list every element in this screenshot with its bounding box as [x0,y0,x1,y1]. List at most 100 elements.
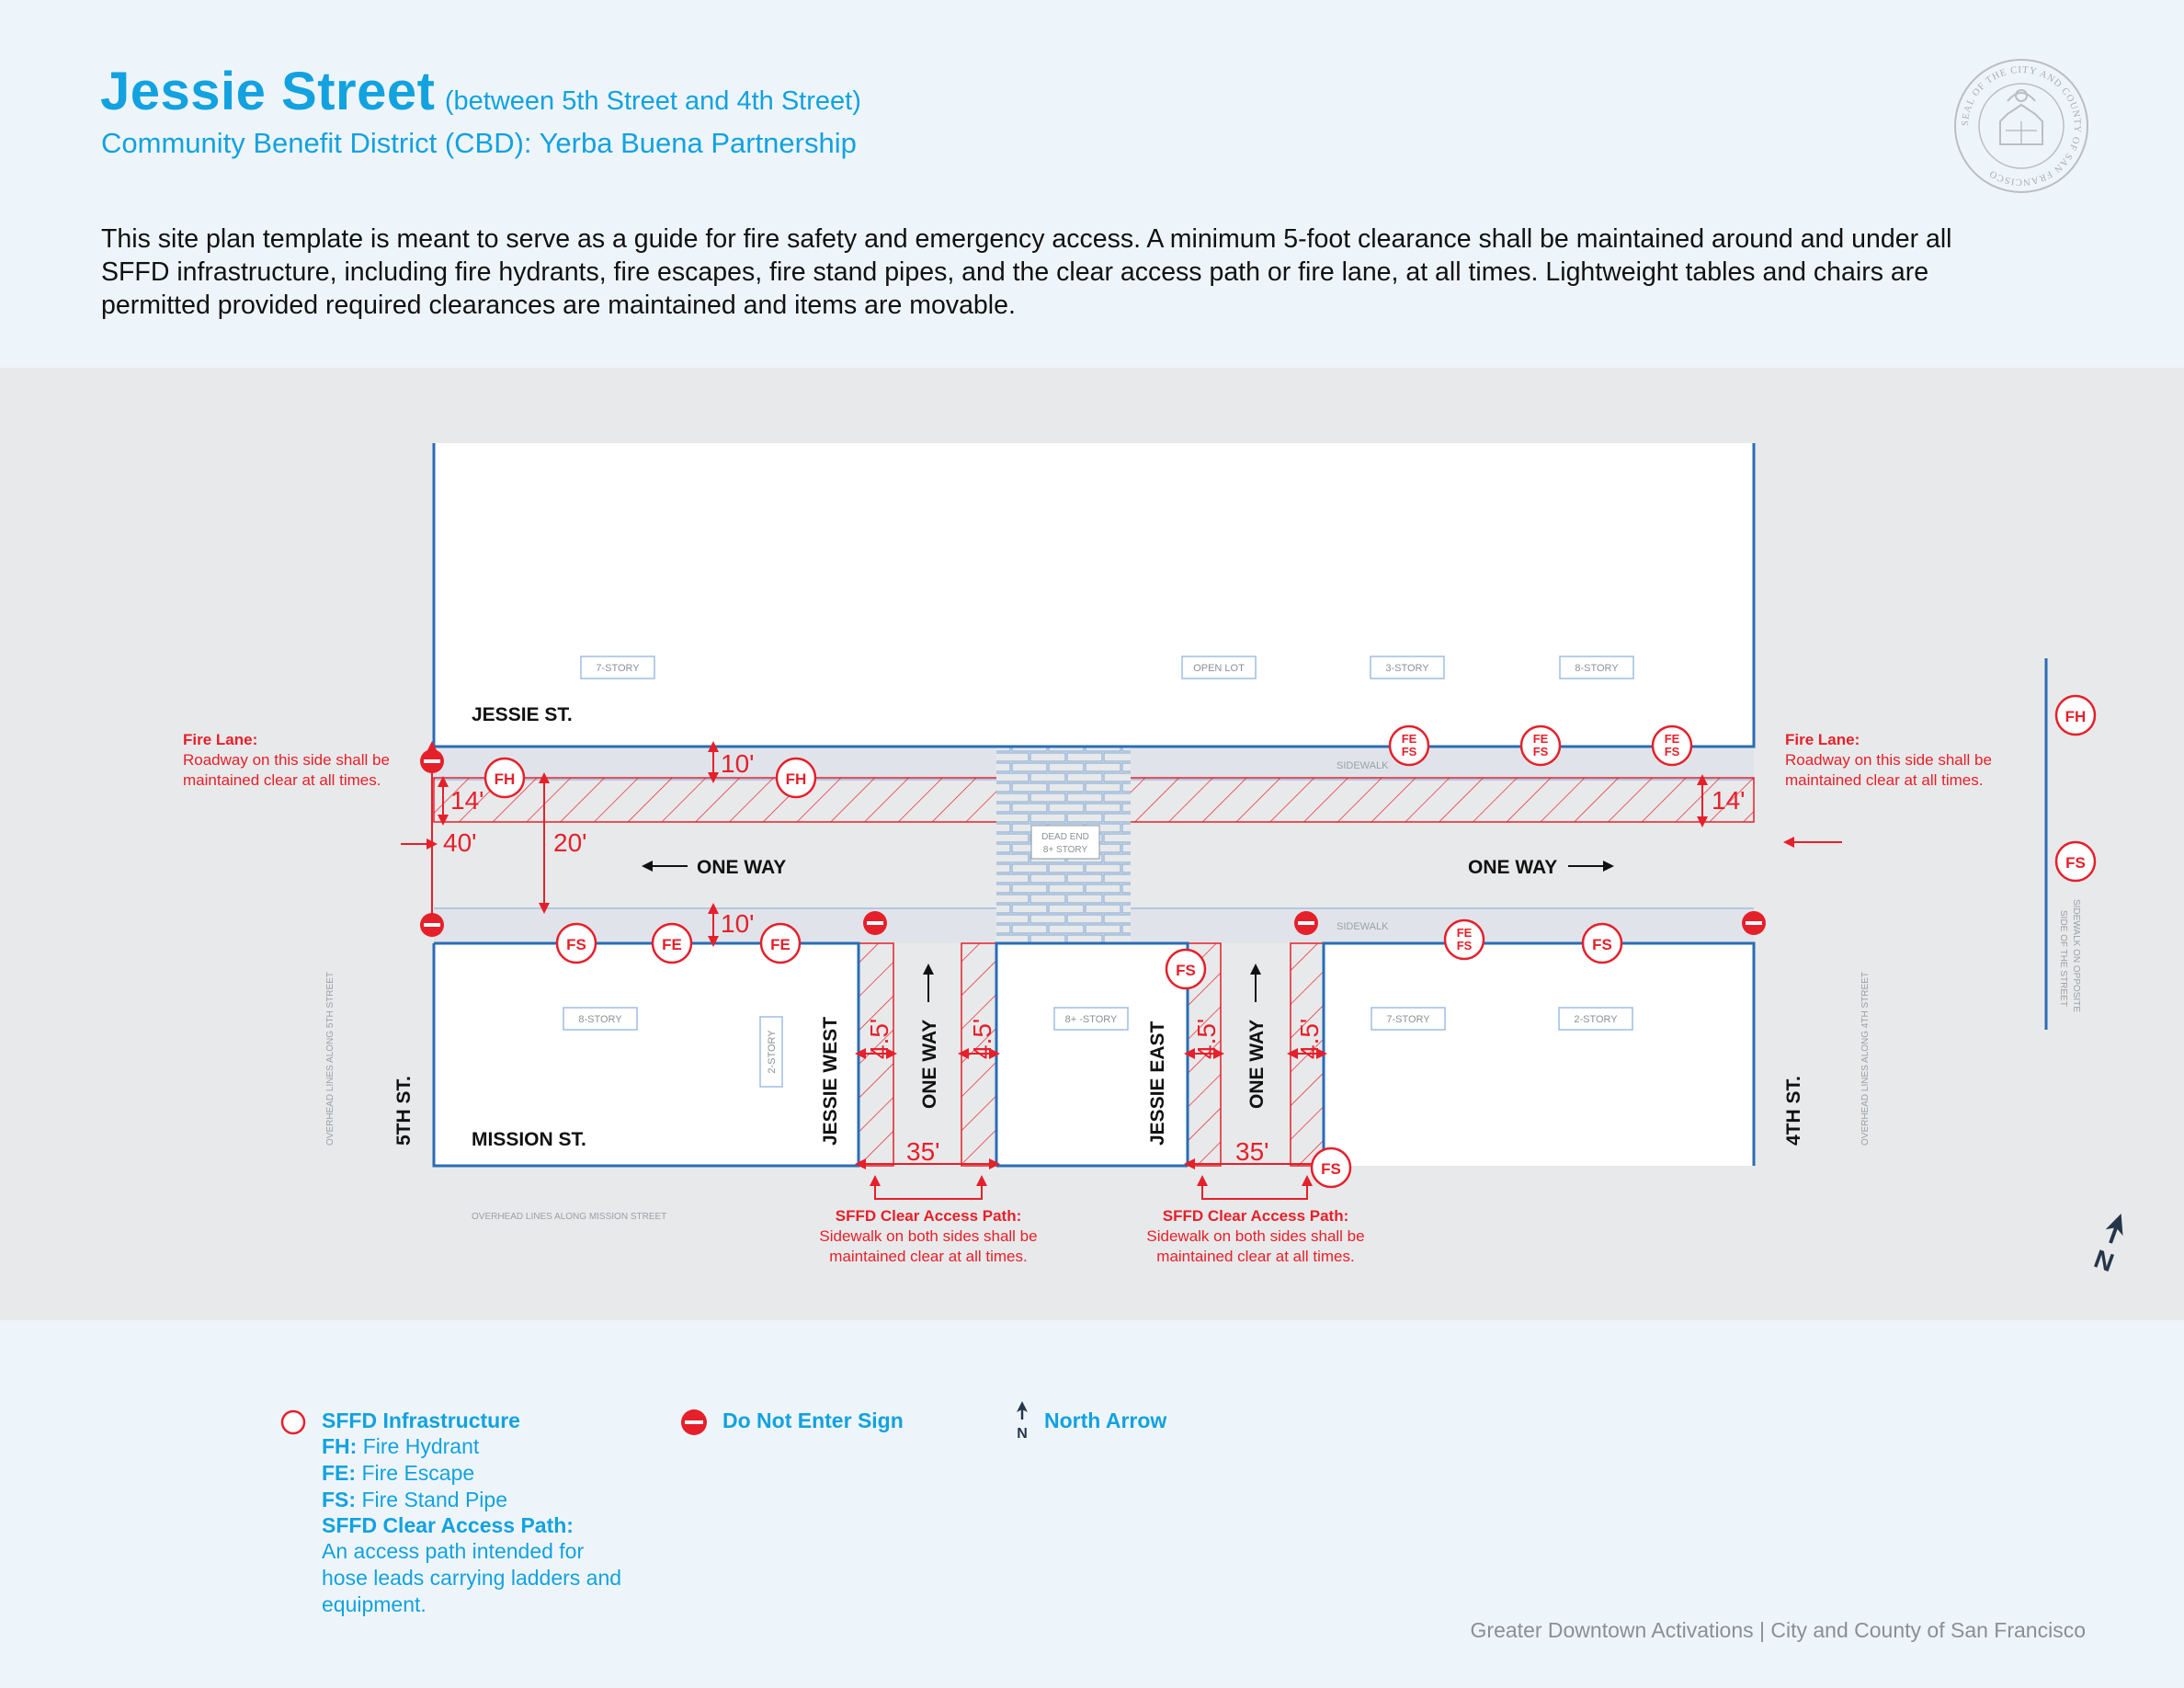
fire-hydrant-marker: FH [775,757,817,799]
north-arrow-icon: N [1017,1401,1028,1442]
sidewalk-opposite-1: SIDEWALK ON OPPOSITE [2071,899,2081,1012]
svg-text:FE: FE [1665,732,1680,746]
north-block [434,443,1754,747]
building-label: 8-STORY [1575,663,1619,674]
dim-label: 4.5' [865,1019,893,1059]
building-label: 2-STORY [1574,1014,1618,1025]
dim-label: 35' [906,1137,940,1166]
access-path-line1-east: Sidewalk on both sides shall be [1146,1227,1364,1245]
street-5th: 5TH ST. [393,1076,415,1146]
south-block-west [434,943,859,1166]
footer: Greater Downtown Activations | City and … [1470,1618,2086,1642]
fire-escape-marker: FE [651,922,693,964]
fire-lane-line1-west: Roadway on this side shall be [183,751,390,769]
svg-text:FE: FE [1533,732,1549,746]
fire-stand-pipe-marker: FS [1165,948,1207,990]
fire-lane-line2-east: maintained clear at all times. [1785,771,1983,789]
building-label: OPEN LOT [1193,663,1245,674]
dim-label: 10' [721,749,755,778]
street-jessie-west: JESSIE WEST [820,1017,841,1146]
svg-text:FE: FE [662,936,682,953]
fire-lane-line2-west: maintained clear at all times. [183,771,381,789]
fire-escape-standpipe-marker: FE FS [1651,724,1693,767]
legend-infrastructure: SFFD Infrastructure FH: Fire Hydrant FE:… [322,1409,625,1618]
fire-hydrant-marker: FH [2054,694,2097,736]
dead-end-label-1: DEAD END [1041,832,1089,842]
fire-escape-standpipe-marker: FE FS [1519,724,1562,767]
north-arrow-icon: N [2090,1214,2123,1277]
access-path-title-west: SFFD Clear Access Path: [836,1207,1022,1225]
dim-label: 10' [721,909,755,938]
fire-lane-title-west: Fire Lane: [183,731,257,748]
fire-stand-pipe-marker: FS [1581,922,1623,964]
building-label: 3-STORY [1385,663,1429,674]
intro-paragraph: This site plan template is meant to serv… [101,224,1952,320]
svg-text:FS: FS [1321,1160,1341,1178]
dim-label: 14' [450,786,484,815]
dim-label: 40' [443,828,477,857]
site-plan-map: DEAD END 8+ STORY 7-STORY OPEN LOT 3-STO… [0,368,2184,1320]
page-title: Jessie Street (between 5th Street and 4t… [100,61,861,122]
svg-text:FH: FH [2065,708,2087,725]
street-mission: MISSION ST. [472,1129,586,1150]
svg-text:FS: FS [1176,962,1196,979]
legend: SFFD Infrastructure FH: Fire Hydrant FE:… [0,1320,2184,1688]
access-path-line1-west: Sidewalk on both sides shall be [819,1227,1037,1245]
svg-text:FS: FS [1402,745,1417,758]
svg-text:FH: FH [495,770,516,788]
svg-text:FS: FS [1457,939,1473,952]
fire-escape-marker: FE [759,922,802,964]
svg-text:FE: FE [770,936,791,953]
one-way-west: ONE WAY [697,857,786,878]
legend-path-title: SFFD Clear Access Path: [322,1513,574,1537]
legend-fs: FS: Fire Stand Pipe [322,1488,507,1511]
do-not-enter-icon [863,911,887,935]
access-path-title-east: SFFD Clear Access Path: [1163,1207,1349,1225]
header: Jessie Street (between 5th Street and 4t… [0,0,2184,368]
dim-label: 35' [1235,1137,1269,1166]
title-sub: (between 5th Street and 4th Street) [444,86,861,116]
svg-text:FS: FS [2065,854,2086,872]
street-jessie: JESSIE ST. [472,704,573,725]
svg-text:N: N [2090,1244,2118,1277]
svg-text:FE: FE [1402,732,1417,746]
dim-label: 20' [553,828,587,857]
svg-text:FE: FE [1457,926,1473,940]
building-label: 8+ -STORY [1065,1014,1118,1025]
dead-end-label-2: 8+ STORY [1043,845,1088,855]
title-main: Jessie Street [100,62,436,121]
overhead-4th: OVERHEAD LINES ALONG 4TH STREET [1860,972,1871,1146]
street-jessie-east: JESSIE EAST [1147,1021,1168,1146]
site-plan-drawing: DEAD END 8+ STORY 7-STORY OPEN LOT 3-STO… [183,443,2123,1277]
fire-hydrant-marker: FH [483,757,526,799]
overhead-mission: OVERHEAD LINES ALONG MISSION STREET [472,1212,666,1222]
fire-stand-pipe-marker: FS [555,922,597,964]
building-label: 2-STORY [767,1030,778,1074]
fire-lane-title-east: Fire Lane: [1785,731,1860,748]
do-not-enter-icon [420,749,444,773]
fire-escape-standpipe-marker: FE FS [1443,918,1485,961]
sffd-infrastructure-icon [280,1409,306,1435]
page-subtitle: Community Benefit District (CBD): Yerba … [101,127,857,159]
building-label: 7-STORY [596,663,640,674]
fire-stand-pipe-marker: FS [1310,1146,1352,1189]
south-block-east [1324,943,1754,1166]
street-4th: 4TH ST. [1783,1076,1804,1146]
do-not-enter-icon [1294,911,1318,935]
do-not-enter-icon [1742,911,1766,935]
one-way-east: ONE WAY [1468,857,1557,878]
city-seal-icon: SEAL OF THE CITY AND COUNTY OF SAN FRANC… [1954,59,2088,193]
svg-text:FS: FS [1592,936,1612,953]
south-block-middle [996,943,1188,1166]
dim-label: 4.5' [1295,1019,1324,1059]
legend-do-not-enter: Do Not Enter Sign [722,1409,904,1432]
sidewalk-label-south: SIDEWALK [1337,921,1389,932]
legend-north-arrow: North Arrow [1044,1409,1167,1432]
svg-text:FH: FH [786,770,807,788]
do-not-enter-signs [420,749,1766,937]
svg-text:N: N [1017,1426,1028,1442]
fire-lane-line1-east: Roadway on this side shall be [1785,751,1992,769]
legend-path-desc: An access path intended for hose leads c… [322,1539,622,1616]
legend-fe: FE: Fire Escape [322,1461,475,1485]
svg-text:FS: FS [566,936,586,953]
